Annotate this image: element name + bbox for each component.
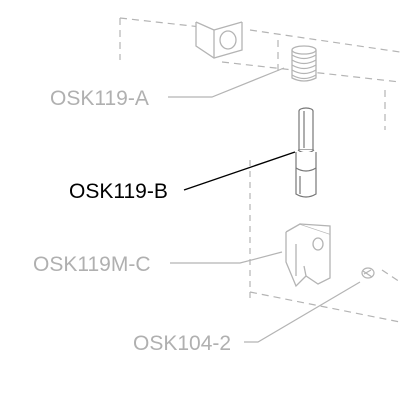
frame-bottom-edge bbox=[249, 291, 400, 323]
label-osk119-a: OSK119-A bbox=[50, 87, 149, 110]
frame-right-lower bbox=[381, 269, 400, 283]
label-osk119m-c: OSK119M-C bbox=[33, 253, 150, 276]
frame-top-edge bbox=[119, 17, 211, 29]
label-osk104-2: OSK104-2 bbox=[133, 332, 231, 355]
housing-frame bbox=[119, 17, 400, 323]
spring-part bbox=[291, 45, 317, 82]
leader-spring bbox=[168, 67, 285, 98]
leader-block bbox=[170, 251, 283, 264]
screw-part bbox=[361, 267, 375, 279]
pin-part bbox=[295, 107, 317, 198]
frame-top-edge-2 bbox=[249, 29, 400, 53]
leader-pin bbox=[183, 151, 296, 191]
label-osk119-b: OSK119-B bbox=[69, 180, 168, 203]
leader-screw bbox=[244, 281, 361, 343]
block-part bbox=[285, 223, 331, 288]
top-housing-block bbox=[195, 21, 243, 59]
